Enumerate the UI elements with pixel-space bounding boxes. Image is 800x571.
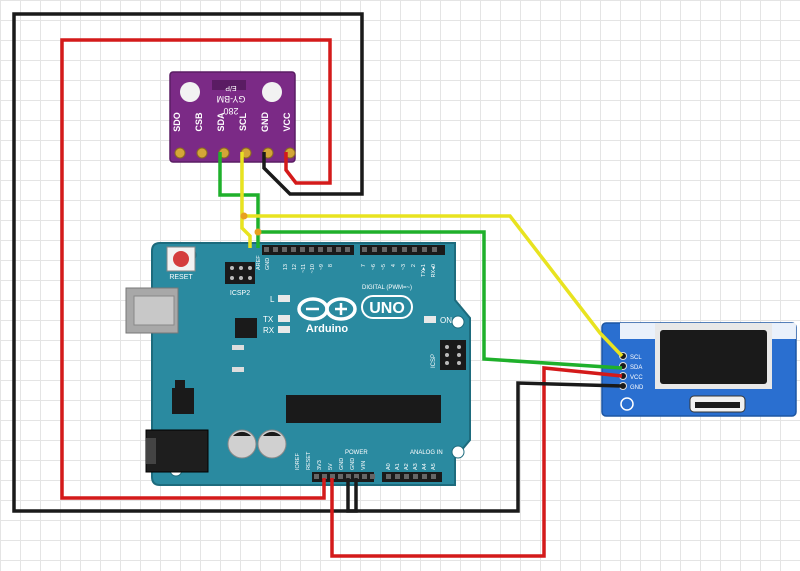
arduino-logo-icon [297, 297, 357, 321]
led-tx [278, 315, 290, 322]
wire-yellow-scl-oled [244, 214, 624, 358]
digital-pin-label: 2 [411, 264, 417, 267]
led-l [278, 295, 290, 302]
mount-hole [180, 82, 200, 102]
wire-black-sensor-gnd [12, 12, 364, 513]
sensor-pin-label-scl: SCL [238, 112, 248, 131]
atmega-chip [286, 395, 441, 423]
sensor-model-line1: GY-BM [217, 94, 246, 104]
led-on [424, 316, 436, 323]
wire-red-oled-vcc [330, 366, 623, 558]
digital-pin-label: 4 [391, 264, 397, 267]
analog-pin-label: A0 [386, 463, 392, 470]
analog-pin-label: A3 [413, 463, 419, 470]
sensor-pin-label-sda: SDA [216, 112, 226, 132]
wire-yellow-scl [240, 152, 252, 248]
arduino-model: UNO [369, 300, 405, 317]
reset-label: RESET [169, 274, 193, 281]
mount-hole [451, 445, 465, 459]
sensor-model-marks: E/P [225, 84, 237, 91]
led-tx-label: TX [263, 315, 274, 324]
digital-pin-label: ~9 [319, 264, 325, 270]
power-pin-label: RESET [306, 451, 312, 470]
sensor-pin-label-csb: CSB [194, 112, 204, 132]
aref-label: AREF [256, 255, 262, 270]
power-label: POWER [345, 450, 368, 456]
regulator-tab [175, 380, 185, 388]
digital-pin-label: ~10 [310, 264, 316, 273]
analog-pin-label: A4 [422, 463, 428, 470]
wires [12, 12, 624, 558]
power-pin-label: 3V3 [317, 460, 323, 470]
digital-pin-label: 13 [283, 264, 289, 270]
usb-chip [235, 318, 257, 338]
power-pin-label: GND [350, 458, 356, 470]
analog-header [382, 472, 442, 482]
oled-pin-label-scl: SCL [630, 355, 642, 361]
digital-pin-label: ~3 [401, 264, 407, 270]
power-pin-label: GND [339, 458, 345, 470]
led-rx [278, 326, 290, 333]
capacitor [257, 429, 287, 459]
digital-pin-label: TX▸1 [421, 264, 427, 277]
analog-pin-label: A1 [395, 463, 401, 470]
sensor-pin-label-gnd: GND [260, 112, 270, 133]
oled-pin-label-vcc: VCC [630, 375, 643, 381]
oled-display-module: SCL SDA VCC GND [601, 322, 797, 417]
power-pin-label: VIN [361, 461, 367, 470]
gnd-label: GND [265, 258, 271, 270]
wire-green-sda [218, 152, 260, 248]
wire-green-sda-oled [258, 230, 623, 370]
sensor-pin-sdo[interactable] [174, 147, 186, 159]
grove-logo-icon [620, 397, 634, 411]
arduino-uno-board: RESET ICSP2 L TX RX Arduino UNO ON [125, 242, 471, 486]
icsp2-header [225, 262, 255, 284]
analog-pin-label: A2 [404, 463, 410, 470]
digital-pin-label: ~11 [301, 264, 307, 273]
wire-black-oled-gnd [346, 381, 623, 513]
arduino-brand: Arduino [306, 323, 348, 335]
digital-pin-label: 12 [292, 264, 298, 270]
digital-pin-label: 7 [361, 264, 367, 267]
sensor-model-line2: 280 [223, 106, 238, 116]
icsp2-label: ICSP2 [230, 290, 250, 297]
bmp280-sensor-board: 280 GY-BM E/P SDO CSB SDA SCL GND VCC [169, 71, 296, 163]
led-rx-label: RX [263, 326, 275, 335]
digital-header-left [262, 245, 354, 255]
digital-pin-label: RX◂0 [431, 264, 437, 277]
wire-junction [254, 228, 262, 236]
icsp-header [440, 340, 466, 370]
wire-red-sensor-vcc [60, 38, 332, 500]
sensor-pin-label-vcc: VCC [282, 112, 292, 132]
led-l-label: L [270, 295, 275, 304]
oled-screen [660, 330, 767, 384]
on-label: ON [440, 316, 452, 325]
digital-pin-label: ~6 [371, 264, 377, 270]
uno-badge [361, 295, 413, 319]
icsp-label: ICSP [431, 354, 437, 368]
digital-pin-label: 8 [328, 264, 334, 267]
sensor-pin-csb[interactable] [196, 147, 208, 159]
analog-label: ANALOG IN [410, 450, 443, 456]
capacitor [227, 429, 257, 459]
mount-hole [262, 82, 282, 102]
power-pin-label: IOREF [295, 453, 301, 470]
oled-pin-label-sda: SDA [630, 365, 642, 371]
sensor-pin-label-sdo: SDO [172, 112, 182, 132]
digital-label: DIGITAL (PWM=~) [362, 285, 412, 291]
digital-pin-label: ~5 [381, 264, 387, 270]
mount-hole [451, 315, 465, 329]
wire-junction [240, 212, 248, 220]
voltage-regulator [172, 388, 194, 414]
oled-pin-label-gnd: GND [630, 385, 644, 391]
analog-pin-label: A5 [431, 463, 437, 470]
power-pin-label: 5V [328, 463, 334, 470]
